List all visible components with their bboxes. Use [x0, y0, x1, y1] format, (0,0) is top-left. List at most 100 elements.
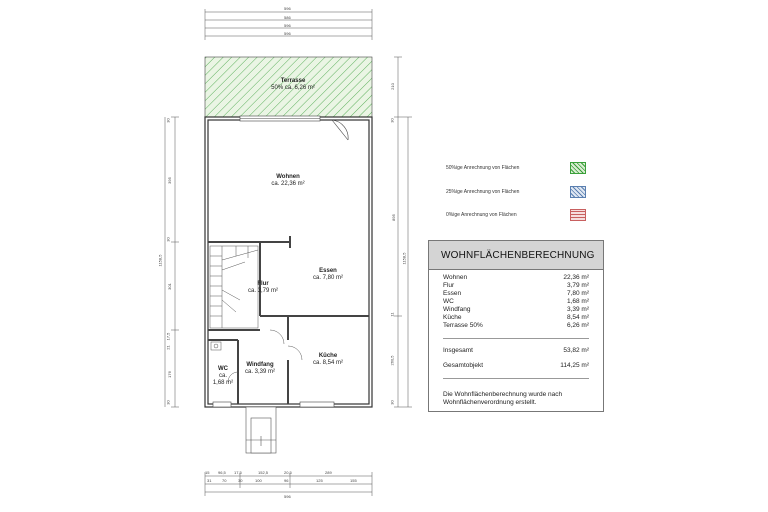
- dim-right-1: 210: [389, 83, 395, 90]
- legend-25-swatch: [570, 186, 586, 198]
- room-kueche-area: ca. 8,54 m²: [312, 360, 343, 366]
- calc-row-value: 3,79 m²: [566, 282, 589, 289]
- legend-25: 25%ige Anrechnung von Flächen: [446, 183, 586, 201]
- staircase: [209, 245, 259, 329]
- dim-right-3: 895: [390, 214, 396, 221]
- calc-row: Essen 7,80 m²: [443, 290, 589, 298]
- calc-row-name: Küche: [443, 314, 462, 321]
- calc-total-row: Gesamtobjekt 114,25 m²: [443, 362, 589, 370]
- legend-0: 0%ige Anrechnung von Flächen: [446, 206, 586, 224]
- room-windfang: Windfang ca. 3,39 m²: [228, 362, 292, 376]
- room-terrasse-area: 50% ca. 6,26 m²: [271, 85, 315, 91]
- room-essen-area: ca. 7,80 m²: [312, 275, 343, 281]
- calc-row-value: 22,36 m²: [563, 274, 589, 281]
- interior-walls: [208, 236, 369, 404]
- top-dimension-lines: [204, 9, 373, 40]
- dim-right-2: 30: [389, 118, 395, 123]
- calc-row: WC 1,68 m²: [443, 298, 589, 306]
- calc-sum-row: Insgesamt 53,82 m²: [443, 347, 589, 355]
- dim-left-3: 30: [165, 237, 171, 242]
- dim-right-4: 1158,5: [401, 252, 407, 265]
- dim-bottom-2e: 96: [284, 478, 289, 483]
- dim-bottom-2c: 30: [238, 478, 243, 483]
- room-windfang-name: Windfang: [246, 362, 274, 368]
- dim-bottom-1c: 17,5: [234, 470, 242, 475]
- calc-title: WOHNFLÄCHENBERECHNUNG: [429, 241, 603, 270]
- dim-bottom-1a: 15: [205, 470, 210, 475]
- room-essen: Essen ca. 7,80 m²: [293, 268, 363, 282]
- calc-row-name: Essen: [443, 290, 462, 297]
- dim-bottom-total: 596: [284, 494, 291, 499]
- dim-bottom-2g: 155: [350, 478, 357, 483]
- calc-row-value: 1,68 m²: [566, 298, 589, 305]
- room-wc-area-1: ca.: [218, 373, 227, 379]
- room-wc: WC ca. 1,68 m²: [206, 366, 240, 387]
- calc-row: Terrasse 50% 6,26 m²: [443, 322, 589, 330]
- room-flur-area: ca. 3,79 m²: [247, 288, 278, 294]
- left-dimension-lines: [164, 116, 179, 408]
- dim-left-7: 176: [166, 371, 172, 378]
- dim-bottom-1b: 96,5: [218, 470, 226, 475]
- room-flur-name: Flur: [257, 281, 269, 287]
- dim-top-4: 596: [284, 31, 291, 36]
- dim-right-6: 260,5: [389, 355, 395, 366]
- dim-top-1: 596: [284, 6, 291, 11]
- calc-row-value: 6,26 m²: [566, 322, 589, 329]
- room-wohnen-name: Wohnen: [276, 174, 300, 180]
- legend-50-swatch: [570, 162, 586, 174]
- dim-bottom-1f: 289: [325, 470, 332, 475]
- room-wohnen-area: ca. 22,36 m²: [271, 181, 305, 187]
- calc-divider: [443, 378, 589, 379]
- dim-bottom-1e: 20,5: [284, 470, 292, 475]
- dim-left-5: 17,5: [165, 332, 171, 341]
- dim-bottom-1d: 152,5: [258, 470, 269, 475]
- dim-bottom-2d: 100: [255, 478, 262, 483]
- legend-0-label: 0%ige Anrechnung von Flächen: [446, 212, 517, 218]
- terrace-door: [331, 119, 349, 141]
- room-flur: Flur ca. 3,79 m²: [228, 281, 298, 295]
- room-terrasse: Terrasse 50% ca. 6,26 m²: [258, 78, 328, 92]
- calc-row-value: 3,39 m²: [566, 306, 589, 313]
- calc-divider: [443, 338, 589, 339]
- dim-left-4: 301: [166, 283, 172, 290]
- right-dimension-lines: [394, 56, 412, 408]
- room-terrasse-name: Terrasse: [280, 78, 306, 84]
- dim-bottom-2b: 70: [222, 478, 227, 483]
- wc-fixtures: [210, 341, 222, 351]
- dim-bottom-2a: 31: [207, 478, 212, 483]
- calc-row: Flur 3,79 m²: [443, 282, 589, 290]
- calc-sum-value: 53,82 m²: [563, 347, 589, 354]
- bottom-dimension-lines: [204, 472, 373, 496]
- calc-total-value: 114,25 m²: [560, 362, 589, 369]
- legend-50-label: 50%ige Anrechnung von Flächen: [446, 165, 520, 171]
- calc-row-name: Flur: [443, 282, 455, 289]
- room-essen-name: Essen: [319, 268, 337, 274]
- room-kueche: Küche ca. 8,54 m²: [293, 353, 363, 367]
- dim-left-1: 30: [165, 118, 171, 123]
- calc-row-name: Terrasse 50%: [443, 322, 483, 329]
- dim-left-6: 21: [165, 345, 171, 350]
- calc-sum-label: Insgesamt: [443, 347, 473, 354]
- calc-total-label: Gesamtobjekt: [443, 362, 484, 369]
- calc-row-value: 7,80 m²: [566, 290, 589, 297]
- room-windfang-area: ca. 3,39 m²: [244, 369, 275, 375]
- dim-top-3: 596: [284, 23, 291, 28]
- legend-25-label: 25%ige Anrechnung von Flächen: [446, 189, 520, 195]
- legend-0-swatch: [570, 209, 586, 221]
- room-wc-area-2: 1,68 m²: [212, 380, 234, 386]
- room-wohnen: Wohnen ca. 22,36 m²: [253, 174, 323, 188]
- calc-row-name: WC: [443, 298, 454, 305]
- legend-50: 50%ige Anrechnung von Flächen: [446, 159, 586, 177]
- entrance-steps: [245, 406, 277, 454]
- dim-right-5: 11: [389, 312, 395, 317]
- dim-bottom-2f: 125: [316, 478, 323, 483]
- dim-right-7: 30: [389, 400, 395, 405]
- window-bottom: [212, 401, 335, 408]
- window-top: [239, 115, 321, 122]
